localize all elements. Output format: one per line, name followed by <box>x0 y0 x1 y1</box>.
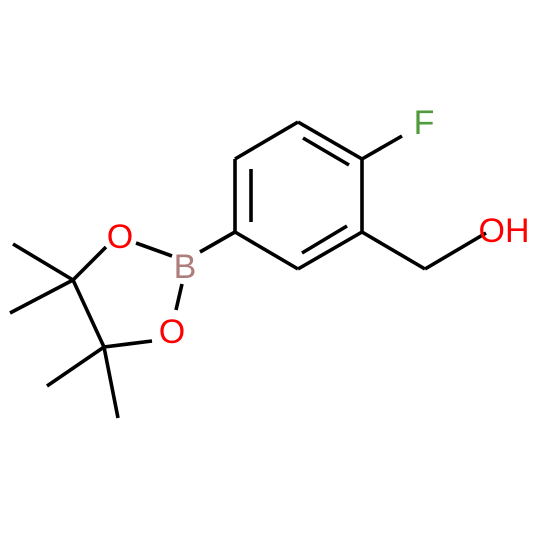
bond-ring-4 <box>234 230 299 271</box>
bond-c-f <box>361 134 403 161</box>
benzene-ring <box>233 120 364 271</box>
bond-c-b <box>199 230 236 254</box>
bond-ch2-o <box>424 231 487 271</box>
bond-c-ch2 <box>361 230 426 271</box>
bond-methyl-1 <box>12 242 74 282</box>
bond-methyl-3 <box>45 345 106 388</box>
double-bond-inner-top <box>302 136 350 167</box>
bond-c-c-ring <box>71 279 106 348</box>
hydroxyl-label: OH <box>479 212 530 250</box>
oxygen-top-label: O <box>107 218 133 256</box>
bond-ring-6 <box>234 120 299 161</box>
bond-o-c-bottom <box>103 339 153 349</box>
boron-label: B <box>174 248 197 286</box>
bond-b-o-bottom <box>174 283 184 311</box>
fluorine-label: F <box>414 104 435 142</box>
bond-methyl-4 <box>102 346 120 419</box>
double-bond-inner-right <box>301 224 348 255</box>
bond-ring-1 <box>297 120 363 161</box>
bond-o-c-top <box>71 245 108 282</box>
bond-b-o-top <box>135 241 173 258</box>
oxygen-bottom-label: O <box>159 313 185 351</box>
bond-ring-3 <box>297 230 363 271</box>
bond-methyl-2 <box>9 278 74 315</box>
